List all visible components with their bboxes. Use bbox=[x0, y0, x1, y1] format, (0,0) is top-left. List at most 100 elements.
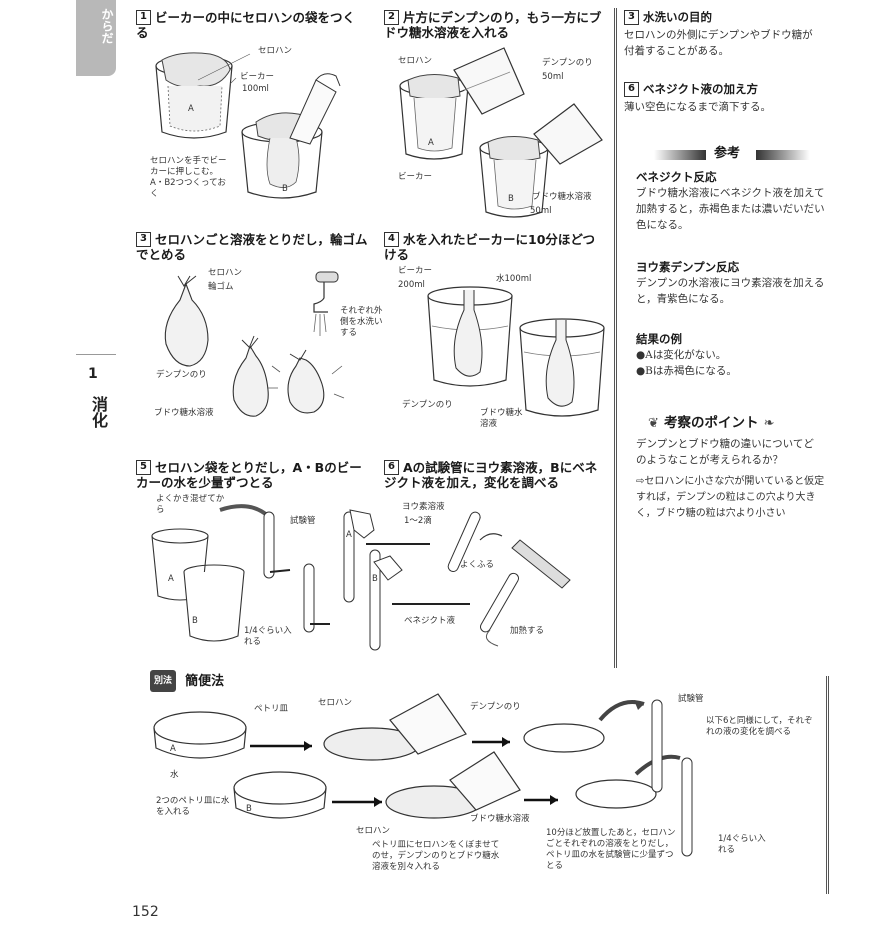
reference-title: 参考 bbox=[714, 146, 741, 161]
step-2-starch-label: デンプンのり bbox=[542, 58, 593, 68]
step-6-b-label: B bbox=[372, 574, 378, 584]
leaf-left-icon: ❦ bbox=[648, 416, 659, 431]
alt-tube-label: 試験管 bbox=[678, 694, 704, 704]
step-1-b-label: B bbox=[282, 184, 288, 194]
step-3-glucose-label: ブドウ糖水溶液 bbox=[154, 408, 214, 418]
alt-step-wait: 10分ほど放置したあと，セロハンごとそれぞれの溶液をとりだし，ペトリ皿の水を試験… bbox=[546, 828, 676, 871]
alt-method-badge: 別法 bbox=[150, 670, 176, 692]
step-5-text: セロハン袋をとりだし，A・Bのビーカーの水を少量ずつとる bbox=[136, 460, 362, 490]
alt-b-label: B bbox=[246, 804, 252, 814]
step-4-glucose-label: ブドウ糖水溶液 bbox=[480, 408, 523, 429]
reference-item-3-title: 結果の例 bbox=[636, 332, 682, 346]
step-2-b-label: B bbox=[508, 194, 514, 204]
consider-title: 考察のポイント bbox=[664, 415, 759, 431]
step-6-a-label: A bbox=[346, 530, 352, 540]
alt-two-petri-label: 2つのペトリ皿に水を入れる bbox=[156, 796, 230, 817]
reference-item-3: 結果の例 ●Aは変化がない。 ●Bは赤褐色になる。 bbox=[636, 332, 826, 379]
sidebar-note-2-heading: ベネジクト液の加え方 bbox=[643, 82, 758, 96]
alt-a-label: A bbox=[170, 744, 176, 754]
step-1-number: 1 bbox=[136, 10, 151, 25]
sidebar-note-1: 3 水洗いの目的 セロハンの外側にデンプンやブドウ糖が付着することがある。 bbox=[624, 10, 820, 59]
reference-bar-right bbox=[756, 150, 810, 160]
section-tab-label: からだ bbox=[100, 8, 114, 44]
alt-step-same: 以下6と同様にして，それぞれの液の変化を調べる bbox=[706, 716, 813, 737]
alt-method-header: 別法 簡便法 bbox=[150, 670, 224, 692]
sidebar-note-1-body: セロハンの外側にデンプンやブドウ糖が付着することがある。 bbox=[624, 29, 813, 57]
step-2-beaker-label: ビーカー bbox=[398, 172, 433, 182]
step-4-text: 水を入れたビーカーに10分ほどつける bbox=[384, 232, 596, 262]
alt-starch-label: デンプンのり bbox=[470, 702, 521, 712]
step-2-starch-volume: 50ml bbox=[542, 72, 564, 82]
step-6-benedict-label: ベネジクト液 bbox=[404, 616, 456, 626]
reference-item-1-body: ブドウ糖水溶液にベネジクト液を加えて加熱すると，赤褐色または濃いだいだい色になる… bbox=[636, 187, 825, 231]
step-1-a-label: A bbox=[188, 104, 194, 114]
sidebar-note-2-number: 6 bbox=[624, 82, 639, 97]
step-5-number: 5 bbox=[136, 460, 151, 475]
sidebar-note-2-title: 6 ベネジクト液の加え方 bbox=[624, 82, 820, 97]
alt-glucose-label: ブドウ糖水溶液 bbox=[470, 814, 530, 824]
step-1-volume-label: 100ml bbox=[242, 84, 269, 94]
step-6-number: 6 bbox=[384, 460, 399, 475]
alt-method-illustration bbox=[150, 690, 830, 890]
step-4-water-label: 水100ml bbox=[496, 274, 532, 284]
step-3-cellophane-label: セロハン bbox=[208, 268, 243, 278]
step-2-glucose-label: ブドウ糖水溶液 bbox=[532, 192, 592, 202]
step-3-number: 3 bbox=[136, 232, 151, 247]
step-1-illustration bbox=[140, 40, 370, 210]
step-3-starch-label: デンプンのり bbox=[156, 370, 207, 380]
section-tab: からだ bbox=[76, 0, 116, 76]
step-1-note: セロハンを手でビーカーに押しこむ。A・B2つつくっておく bbox=[150, 156, 227, 199]
consider-question: デンプンとブドウ糖の違いについてどのようなことが考えられるか？ bbox=[636, 438, 814, 466]
step-4-illustration bbox=[424, 280, 614, 430]
step-3-text: セロハンごと溶液をとりだし，輪ゴムでとめる bbox=[136, 232, 368, 262]
step-6-iodine-label: ヨウ素溶液 bbox=[402, 502, 445, 512]
alt-water-label: 水 bbox=[170, 770, 179, 780]
chapter-title: 消化 bbox=[89, 396, 108, 428]
alt-cellophane-label: セロハン bbox=[318, 698, 353, 708]
reference-item-2: ヨウ素デンプン反応 デンプンの水溶液にヨウ素溶液を加えると，青紫色になる。 bbox=[636, 260, 826, 307]
sidebar-note-1-heading: 水洗いの目的 bbox=[643, 10, 712, 24]
step-5-b-label: B bbox=[192, 616, 198, 626]
reference-bar-left bbox=[654, 150, 706, 160]
step-2-illustration bbox=[390, 44, 610, 224]
step-2-text: 片方にデンプンのり，もう一方にブドウ糖水溶液を入れる bbox=[384, 10, 602, 40]
step-4-beaker-volume: 200ml bbox=[398, 280, 425, 290]
step-1-cellophane-label: セロハン bbox=[258, 46, 293, 56]
step-5-quarter-label: 1/4ぐらい入れる bbox=[244, 626, 292, 647]
reference-item-1-title: ベネジクト反応 bbox=[636, 170, 717, 184]
step-1-beaker-label: ビーカー bbox=[240, 72, 275, 82]
step-4-beaker-label: ビーカー bbox=[398, 266, 433, 276]
step-3-rubber-label: 輪ゴム bbox=[208, 282, 234, 292]
chapter-number: 1 bbox=[88, 366, 98, 382]
step-4-starch-label: デンプンのり bbox=[402, 400, 453, 410]
sidebar-note-2-body: 薄い空色になるまで滴下する。 bbox=[624, 101, 771, 113]
alt-divider bbox=[826, 676, 829, 894]
alt-quarter-label: 1/4ぐらい入れる bbox=[718, 834, 766, 855]
reference-item-2-title: ヨウ素デンプン反応 bbox=[636, 260, 740, 274]
result-line-b: ●Bは赤褐色になる。 bbox=[636, 365, 737, 377]
step-6-shake-label: よくふる bbox=[460, 560, 495, 570]
step-4-number: 4 bbox=[384, 232, 399, 247]
sidebar-note-2: 6 ベネジクト液の加え方 薄い空色になるまで滴下する。 bbox=[624, 82, 820, 115]
chapter-divider bbox=[76, 354, 116, 355]
reference-item-2-body: デンプンの水溶液にヨウ素溶液を加えると，青紫色になる。 bbox=[636, 277, 825, 305]
consider-header: ❦ 考察のポイント ❧ bbox=[648, 412, 824, 432]
alt-cellophane2-label: セロハン bbox=[356, 826, 391, 836]
reference-item-1: ベネジクト反応 ブドウ糖水溶液にベネジクト液を加えて加熱すると，赤褐色または濃い… bbox=[636, 170, 826, 233]
page-number: 152 bbox=[132, 904, 159, 920]
sidebar-divider bbox=[614, 8, 617, 668]
reference-header: 参考 bbox=[632, 146, 812, 164]
result-line-a: ●Aは変化がない。 bbox=[636, 349, 727, 361]
step-3-illustration bbox=[150, 262, 380, 432]
sidebar-note-1-number: 3 bbox=[624, 10, 639, 25]
step-2-number: 2 bbox=[384, 10, 399, 25]
consider-answer: ⇨セロハンに小さな穴が開いていると仮定すれば，デンプンの粒はこの穴より大きく，ブ… bbox=[636, 476, 825, 519]
step-2-cellophane-label: セロハン bbox=[398, 56, 433, 66]
alt-petri-label: ペトリ皿 bbox=[254, 704, 289, 714]
step-5-illustration bbox=[150, 500, 390, 650]
